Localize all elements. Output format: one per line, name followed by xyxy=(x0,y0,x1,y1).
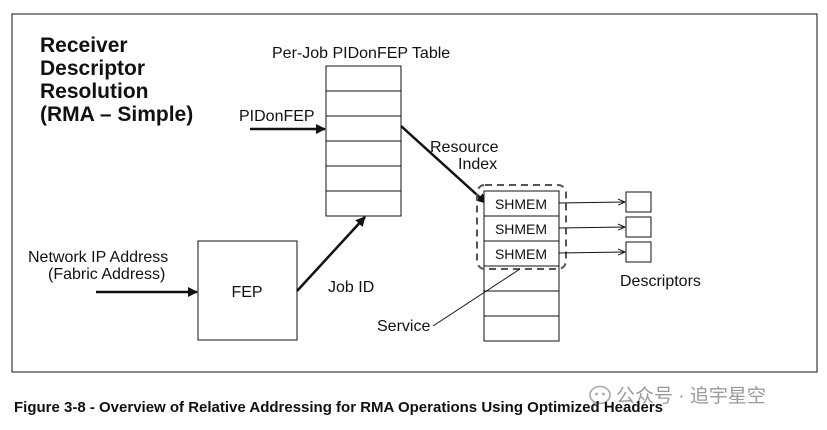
descriptor-box-3 xyxy=(625,241,652,263)
diagram-frame xyxy=(11,13,818,373)
diagram-title-line-4: (RMA – Simple) xyxy=(40,103,193,126)
wechat-icon xyxy=(589,385,611,406)
shmem-cell-1: SHMEM xyxy=(495,196,547,212)
network-address-label-line-2: (Fabric Address) xyxy=(48,266,165,283)
descriptor-arrow-2 xyxy=(558,227,625,228)
pidonfep-label: PIDonFEP xyxy=(239,108,315,125)
table-title: Per-Job PIDonFEP Table xyxy=(272,45,450,62)
diagram-title-line-1: Receiver xyxy=(40,34,128,57)
pidonfep-table-rows xyxy=(326,90,401,192)
descriptor-box-1 xyxy=(625,191,652,213)
descriptors-label: Descriptors xyxy=(620,273,701,290)
service-pointer-line xyxy=(432,268,521,327)
descriptor-box-2 xyxy=(625,216,652,238)
network-address-label-line-1: Network IP Address xyxy=(28,249,168,266)
job-id-label: Job ID xyxy=(328,279,374,296)
descriptor-arrow-3 xyxy=(558,252,625,253)
shmem-dashed-group xyxy=(476,184,567,270)
watermark-text: 公众号 · 追宇星空 xyxy=(616,385,766,407)
job-id-arrow xyxy=(296,216,366,292)
shmem-cell-3: SHMEM xyxy=(495,246,547,262)
fep-label: FEP xyxy=(231,284,262,301)
service-table-rows xyxy=(484,215,559,317)
service-label: Service xyxy=(377,318,430,335)
fep-box xyxy=(197,240,298,341)
shmem-cell-2: SHMEM xyxy=(495,221,547,237)
diagram-title-line-3: Resolution xyxy=(40,80,149,103)
diagram-title-line-2: Descriptor xyxy=(40,57,145,80)
resource-index-arrow xyxy=(400,125,487,204)
resource-index-label-line-1: Resource xyxy=(430,139,499,156)
descriptor-arrow-1 xyxy=(558,202,625,203)
figure-caption: Figure 3-8 - Overview of Relative Addres… xyxy=(14,399,663,416)
resource-index-label-line-2: Index xyxy=(458,156,497,173)
